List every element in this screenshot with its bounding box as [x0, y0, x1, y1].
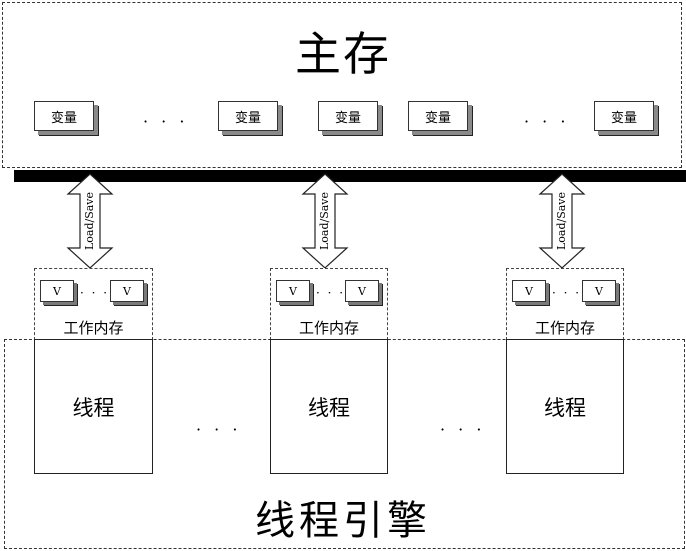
- thread-box-2: 线程: [270, 339, 388, 474]
- load-save-label-2: Load/Save: [318, 191, 331, 251]
- working-memory-label-3: 工作内存: [534, 319, 595, 337]
- main-memory-ellipsis-1: · · ·: [143, 112, 189, 131]
- main-memory-region: [2, 2, 682, 168]
- variable-box-4: 变量: [408, 101, 468, 131]
- variable-box-1: 变量: [34, 101, 94, 131]
- v-box-2a: V: [276, 280, 310, 302]
- memory-bus-bar: [14, 170, 686, 182]
- load-save-label-1: Load/Save: [83, 191, 96, 251]
- thread-engine-title: 线程引擎: [255, 498, 431, 544]
- wm-ellipsis-2: · · ·: [316, 286, 346, 300]
- main-memory-ellipsis-2: · · ·: [524, 112, 570, 131]
- thread-box-1: 线程: [34, 339, 153, 474]
- working-memory-label-1: 工作内存: [63, 319, 124, 337]
- working-memory-label-2: 工作内存: [298, 319, 359, 337]
- wm-ellipsis-3: · · ·: [552, 286, 582, 300]
- thread-box-3: 线程: [506, 339, 624, 474]
- variable-box-2: 变量: [218, 101, 278, 131]
- v-box-3a: V: [512, 280, 546, 302]
- v-box-1b: V: [110, 280, 144, 302]
- variable-box-5: 变量: [594, 101, 654, 131]
- load-save-label-3: Load/Save: [555, 191, 568, 251]
- wm-ellipsis-1: · · ·: [80, 286, 110, 300]
- variable-box-3: 变量: [318, 101, 378, 131]
- v-box-2b: V: [345, 280, 379, 302]
- thread-ellipsis-2: · · ·: [440, 420, 486, 439]
- v-box-3b: V: [582, 280, 616, 302]
- v-box-1a: V: [40, 280, 74, 302]
- main-memory-title: 主存: [295, 27, 391, 81]
- thread-ellipsis-1: · · ·: [196, 420, 242, 439]
